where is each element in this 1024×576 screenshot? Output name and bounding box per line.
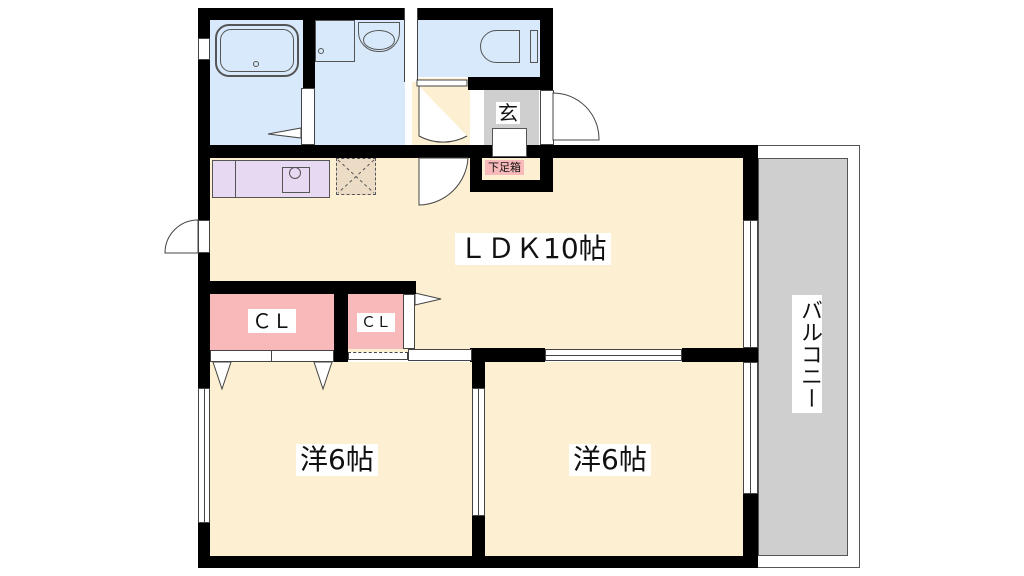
wall-shoebox-bottom — [470, 180, 553, 192]
entrance-door-frame — [540, 90, 554, 145]
closet-large-label: ＣＬ — [248, 309, 296, 333]
toilet-room — [416, 20, 542, 77]
toilet-icon — [480, 30, 520, 63]
bathtub-icon — [215, 24, 299, 77]
bathtub-drain-icon — [253, 61, 259, 67]
closet-door-divider — [271, 350, 272, 362]
wall-bath-wash — [303, 8, 315, 88]
room-left-sliding-door[interactable] — [408, 349, 472, 361]
closet-large-door[interactable] — [210, 350, 334, 362]
wall-rooms-divider — [472, 348, 485, 388]
closet-small-door[interactable] — [348, 352, 408, 360]
bath-door-swing-icon — [267, 127, 302, 139]
wall-rooms-divider-bottom — [472, 516, 485, 566]
window-mullion — [478, 388, 479, 516]
ldk-label: ＬＤＫ10帖 — [455, 233, 611, 265]
wall-entrance-right — [540, 145, 553, 190]
closet-small-label: ＣＬ — [357, 313, 396, 332]
western-room-right-label: 洋6帖 — [569, 444, 651, 476]
window-mullion — [545, 355, 682, 356]
window-mullion — [750, 220, 751, 348]
wall-wash-toilet — [404, 8, 418, 82]
wall-closet-top — [198, 281, 416, 294]
washbasin-bowl — [363, 30, 395, 50]
wall-toilet-bottom — [468, 77, 553, 90]
balcony-label: バルコニー — [792, 295, 822, 413]
bathroom-window[interactable] — [198, 38, 210, 60]
closet-door-swing-icon — [212, 361, 232, 391]
wall-rooms-mid-left — [470, 348, 545, 362]
window-mullion — [204, 388, 205, 523]
bathroom — [210, 20, 305, 145]
ldk-side-door-swing-icon[interactable] — [164, 219, 200, 255]
entrance-door-swing-icon[interactable] — [552, 92, 603, 144]
western-room-left-label: 洋6帖 — [296, 444, 378, 476]
entrance-label: 玄 — [496, 101, 520, 125]
shoe-box-frame — [492, 128, 527, 157]
wall-top-right — [540, 8, 553, 90]
toilet-door-swing-icon — [416, 79, 468, 143]
wall-top — [198, 8, 553, 20]
bathroom-door[interactable] — [301, 88, 315, 145]
shoe-box-label: 下足箱 — [485, 160, 524, 175]
wall-rooms-mid-right — [682, 348, 758, 362]
fridge-cross-icon — [337, 159, 375, 194]
toilet-tank — [530, 30, 538, 63]
kitchen-counter — [212, 160, 330, 198]
window-mullion — [750, 362, 751, 494]
door-swing-icon — [414, 292, 442, 306]
washbasin-counter — [315, 20, 355, 62]
bathtub-inner — [220, 29, 294, 72]
washer-drain-icon — [318, 48, 324, 54]
wall-closet-mid — [334, 281, 348, 362]
closet-door-swing-icon — [313, 361, 333, 391]
closet-small-side — [403, 294, 415, 349]
stove-burner-icon — [289, 167, 301, 179]
ldk-door-swing-icon — [418, 157, 469, 206]
kitchen-divider — [235, 160, 236, 198]
wall-entrance-left — [470, 145, 482, 190]
